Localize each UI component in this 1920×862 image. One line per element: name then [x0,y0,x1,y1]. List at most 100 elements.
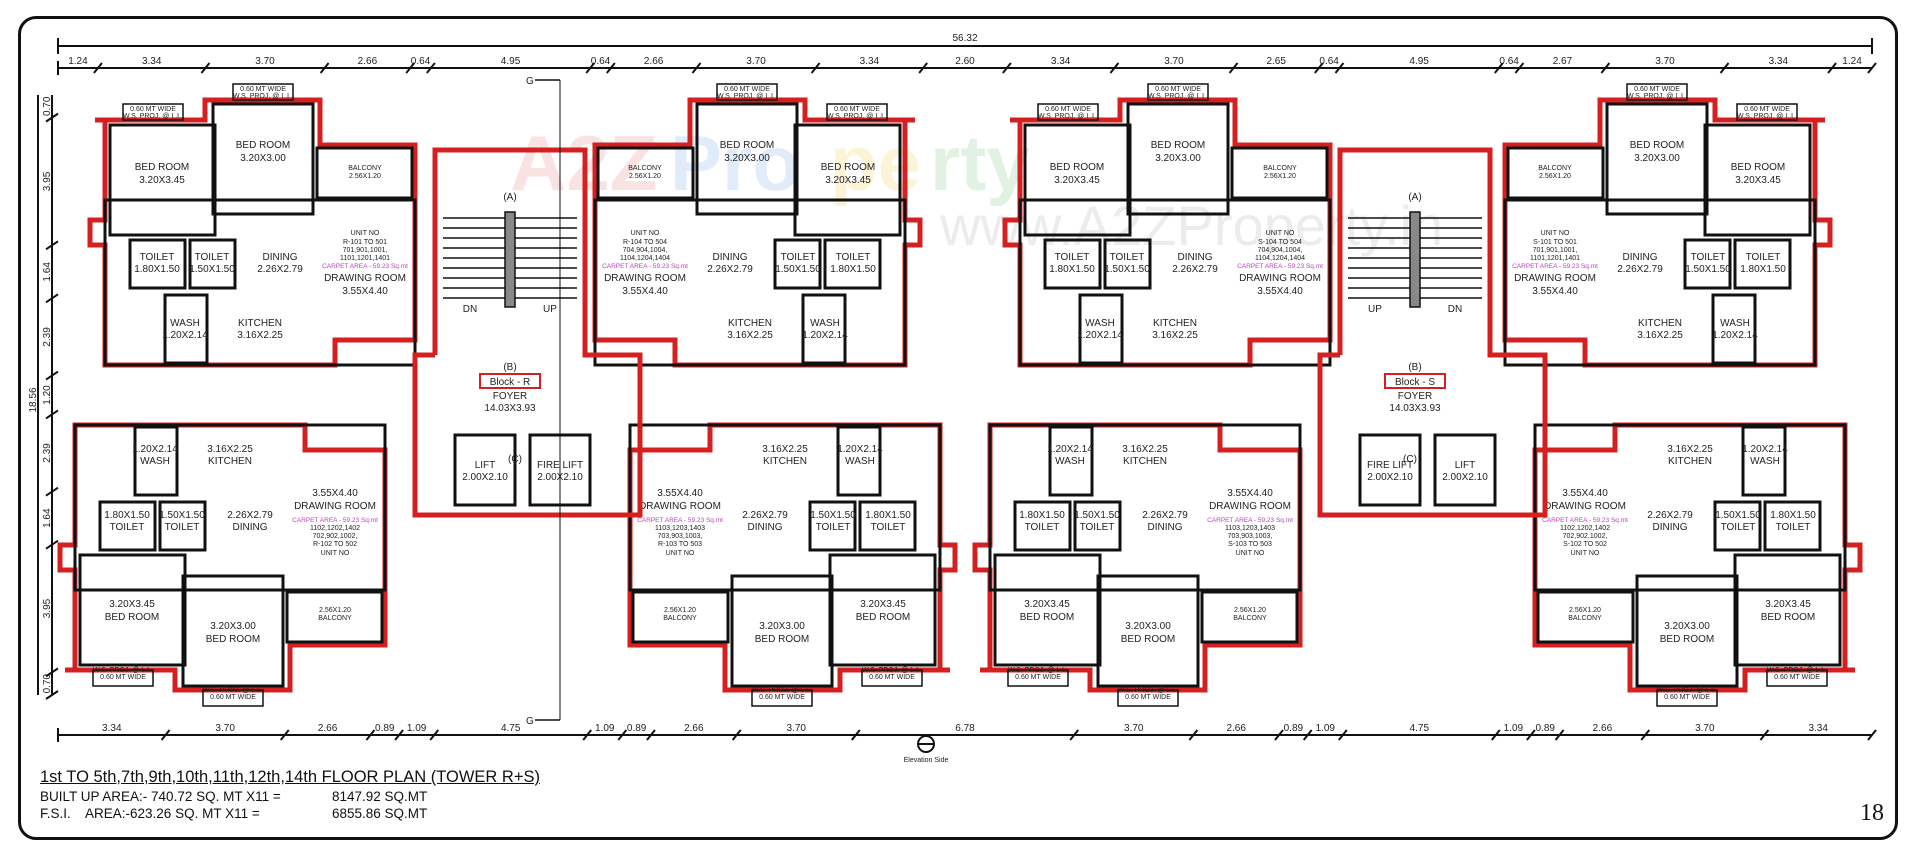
bedroom-1-label: BED ROOM [821,162,875,173]
wash-size: 1.20X2.14 [132,444,178,455]
balcony-label: BALCONY [1538,165,1572,172]
window-projection-tag-line1: 0.60 MT WIDE [834,106,880,113]
toilet-2 [773,238,822,290]
page-number: 18 [1860,800,1884,826]
drawing-room-label: DRAWING ROOM [294,501,376,512]
toilet-2 [1073,500,1122,552]
window-projection-tag-line2: W.S. PROJ. @ L.L. [752,687,812,694]
bedroom-2-label: BED ROOM [1121,634,1175,645]
balcony [315,146,414,200]
dimension-label: 4.75 [1410,723,1430,734]
dimension-label: 2.66 [684,723,704,734]
window-projection-tag-line2: W.S. PROJ. @ L.L. [1737,113,1797,120]
kitchen-label: KITCHEN [1123,456,1167,467]
balcony-size: 2.56X1.20 [1569,607,1601,614]
window-projection-tag [1766,669,1828,687]
stair-tag: (A) [1408,192,1421,203]
balcony-size: 2.56X1.20 [1539,173,1571,180]
window-projection-tag-line1: 0.60 MT WIDE [1744,106,1790,113]
window-projection-tag-line2: W.S. PROJ. @ L.L. [862,667,922,674]
bedroom-2 [211,102,315,216]
dimension-label: 3.34 [1808,723,1828,734]
bedroom-1-label: BED ROOM [1731,162,1785,173]
toilet-2-size: 1.50X1.50 [189,264,235,275]
toilet-2 [1713,500,1762,552]
balcony-label: BALCONY [318,615,352,622]
svg-text:rty: rty [930,119,1030,207]
unit-no-label: UNIT NO [1236,550,1265,557]
kitchen-label: KITCHEN [238,318,282,329]
window-projection-tag-line1: 0.60 MT WIDE [210,694,256,701]
unit-id: R-102 TO 502 [313,541,357,548]
wash [1078,293,1124,365]
toilet-2 [1103,238,1152,290]
kitchen-size: 3.16X2.25 [1122,444,1168,455]
bedroom-2 [1635,574,1739,688]
foyer-label: FOYER [493,391,527,402]
drawing-title: 1st TO 5th,7th,9th,10th,11th,12th,14th F… [40,768,540,786]
window-projection-tag-line1: 0.60 MT WIDE [1015,674,1061,681]
foyer-size: 14.03X3.93 [484,403,536,414]
dimension-label: 1.64 [42,508,53,528]
bedroom-1-label: BED ROOM [1020,612,1074,623]
window-projection-tag [1007,669,1069,687]
bedroom-2 [1096,574,1200,688]
dimension-label: 1.24 [1842,56,1862,67]
dining-label: DINING [1623,252,1658,263]
balcony [1536,590,1635,644]
dimension-label: 3.34 [142,56,162,67]
window-projection-tag-line1: 0.60 MT WIDE [1045,106,1091,113]
bedroom-2-size: 3.20X3.00 [759,621,805,632]
window-projection-tag-line2: W.S. PROJ. @ L.L. [1118,687,1178,694]
bedroom-2-size: 3.20X3.00 [210,621,256,632]
toilet-2-size: 1.50X1.50 [775,264,821,275]
dimension-label: 2.66 [1226,723,1246,734]
drawing-border [18,16,1898,840]
unit-list-line-3: 1104,1204,1404 [620,255,670,262]
unit-list-line-2: 703,903,1003, [1228,533,1273,540]
wash [1741,425,1787,497]
wash-label: WASH [1055,456,1085,467]
toilet-2 [158,500,207,552]
bedroom-1 [828,553,937,667]
window-projection-tag-line1: 0.60 MT WIDE [100,674,146,681]
dimension-label: 0.64 [1499,56,1519,67]
wash-size: 1.20X2.14 [1077,330,1123,341]
drawing-room-size: 3.55X4.40 [1532,286,1578,297]
bedroom-1-size: 3.20X3.45 [1024,599,1070,610]
lift-size: 2.00X2.10 [462,472,508,483]
unit-id: R-103 TO 503 [658,541,702,548]
toilet-1-size: 1.80X1.50 [1049,264,1095,275]
unit-list-line-2: 704,904,1004, [623,247,668,254]
elevation-side-label: Elevation Side [904,757,949,764]
dimension-label: 3.70 [215,723,235,734]
dimension-label: 0.70 [42,96,53,116]
toilet-2 [1683,238,1732,290]
dining-size: 2.26X2.79 [1647,510,1693,521]
window-projection-tag [1117,689,1179,707]
toilet-1 [858,500,917,552]
bedroom-2-size: 3.20X3.00 [1155,153,1201,164]
kitchen-size: 3.16X2.25 [762,444,808,455]
wash-label: WASH [845,456,875,467]
dining-size: 2.26X2.79 [707,264,753,275]
dining-size: 2.26X2.79 [1172,264,1218,275]
unit-no-label: UNIT NO [321,550,350,557]
window-projection-tag-line2: W.S. PROJ. @ L.L. [203,687,263,694]
drawing-room-size: 3.55X4.40 [1257,286,1303,297]
toilet-2-size: 1.50X1.50 [159,510,205,521]
window-projection-tag-line2: W.S. PROJ. @ L.L. [1767,667,1827,674]
dimension-label: 6.78 [955,723,975,734]
block-name-box [479,373,541,389]
kitchen-size: 3.16X2.25 [1637,330,1683,341]
balcony-label: BALCONY [1263,165,1297,172]
dimension-label: 3.70 [255,56,275,67]
drawing-room-size: 3.55X4.40 [657,488,703,499]
watermark-url: www.A2ZProperty.in [939,194,1443,257]
living-area [1018,198,1332,367]
elevation-marker-icon [917,735,935,753]
bedroom-2 [1126,102,1230,216]
lift-tag: (C) [508,454,522,465]
bedroom-2-label: BED ROOM [1151,140,1205,151]
